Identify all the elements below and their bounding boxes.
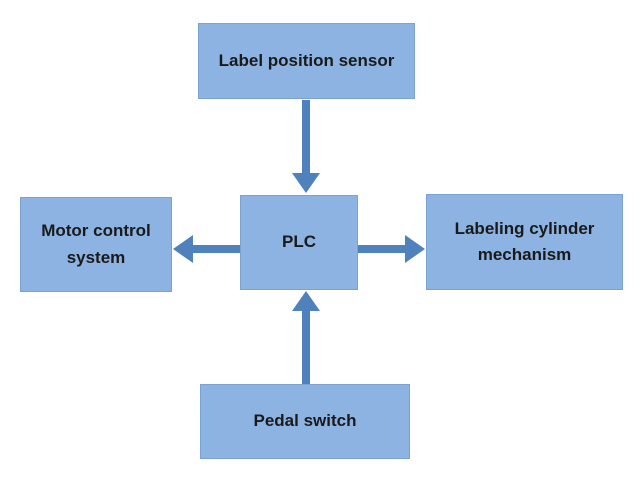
node-label: Motor control system [41,221,151,267]
arrow-plc-to-motor [173,235,240,263]
node-motor-control-system: Motor control system [20,197,172,292]
node-pedal-switch: Pedal switch [200,384,410,459]
node-label: Label position sensor [218,50,395,70]
node-label: Pedal switch [253,411,357,431]
arrow-sensor-to-plc [292,100,320,193]
arrow-pedal-to-plc [292,291,320,384]
node-label-position-sensor: Label position sensor [198,23,415,99]
node-label: Labeling cylinder mechanism [454,218,595,264]
arrow-plc-to-cylinder [358,235,425,263]
node-label: PLC [282,232,316,252]
node-labeling-cylinder-mechanism: Labeling cylinder mechanism [426,194,623,290]
node-plc: PLC [240,195,358,290]
